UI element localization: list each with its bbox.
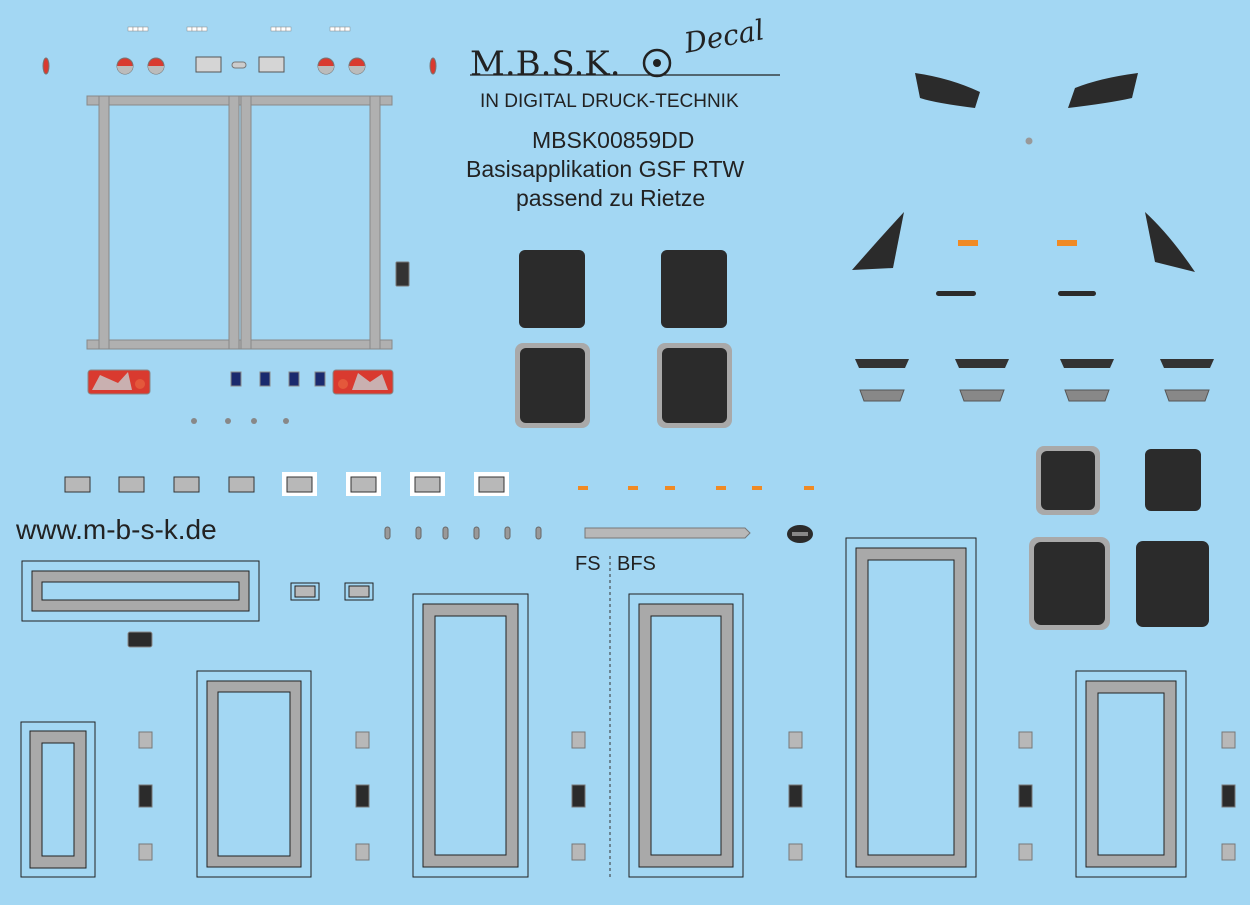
rivets: [191, 418, 289, 424]
center-windows: [515, 250, 732, 428]
orange-markers: [578, 486, 814, 490]
target-icon: [642, 48, 672, 78]
label-fs: FS: [575, 553, 601, 575]
window-frames: [20, 537, 1187, 878]
cab-windows: [852, 73, 1195, 296]
product-fit: passend zu Rietze: [516, 185, 706, 211]
logo-brand: M.B.S.K.: [470, 44, 621, 84]
rear-door-frame: [86, 95, 393, 350]
product-name: Basisapplikation GSF RTW: [466, 156, 745, 182]
grille-lights: [855, 359, 1214, 402]
small-window-row: [64, 472, 509, 496]
website: www.m-b-s-k.de: [16, 514, 217, 545]
handles-and-rail: [384, 525, 813, 543]
rear-light-bars: [87, 369, 394, 395]
label-bfs: BFS: [617, 553, 656, 575]
tail-light-row: [42, 56, 437, 75]
logo-tagline: IN DIGITAL DRUCK-TECHNIK: [480, 91, 739, 112]
side-windows-right: [1029, 446, 1209, 630]
product-code: MBSK00859DD: [532, 127, 695, 153]
door-handles: [138, 731, 1236, 861]
